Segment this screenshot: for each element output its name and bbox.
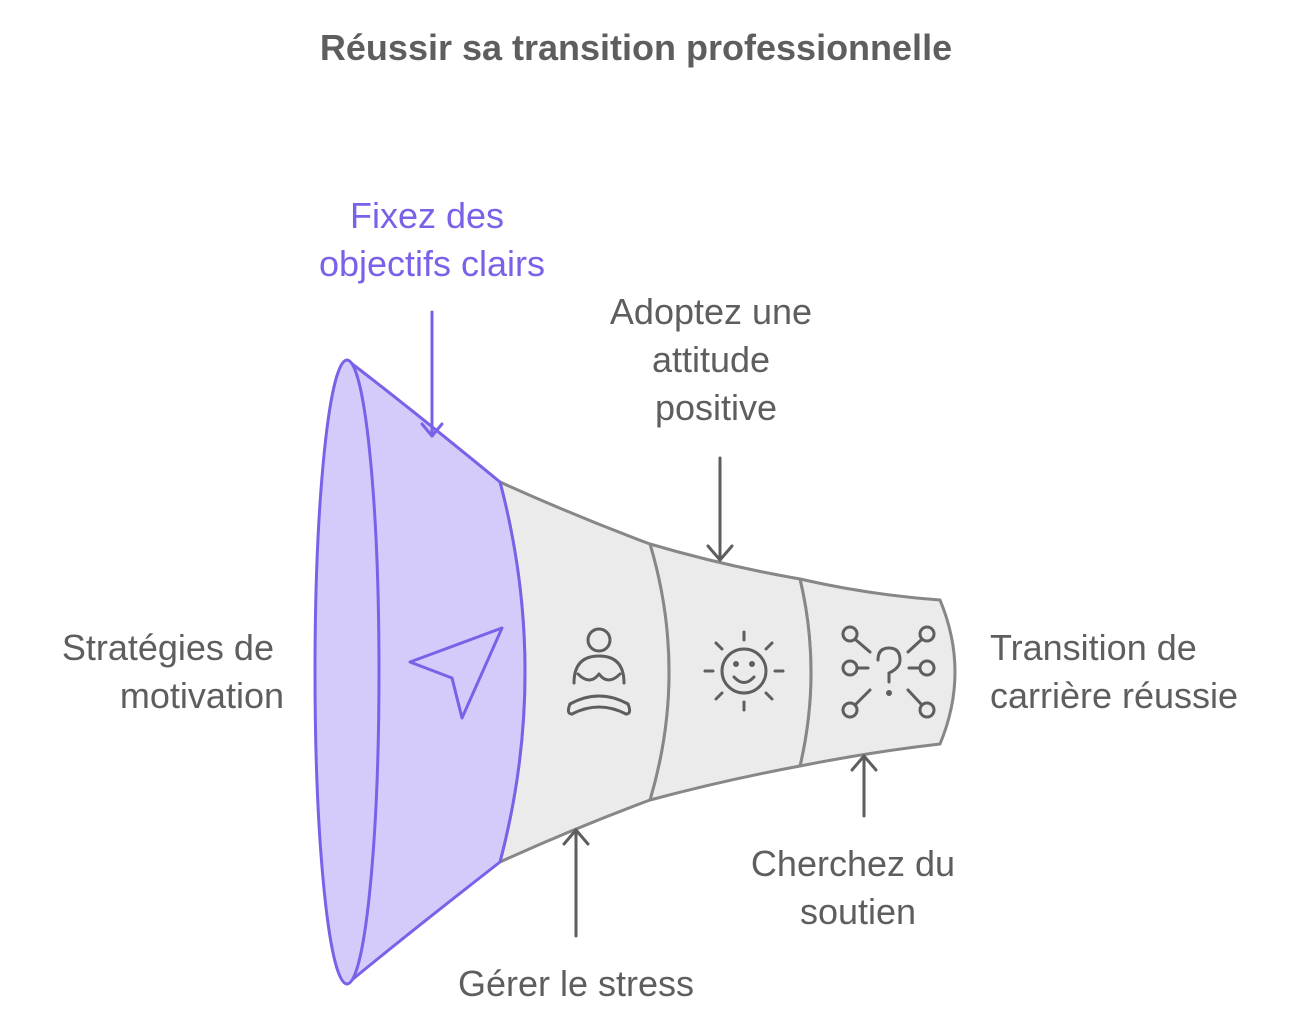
step-2-line-2: attitude	[652, 339, 770, 380]
diagram-title: Réussir sa transition professionnelle	[320, 27, 952, 68]
label-end-line-2: carrière réussie	[990, 675, 1238, 716]
step-2-line-1: Adoptez une	[610, 291, 812, 332]
navigation-arrow-icon	[408, 626, 504, 720]
label-start: Stratégies de motivation	[62, 627, 284, 716]
funnel-segment-2	[648, 542, 813, 802]
step-label-fixez-des-objectifs: Fixez des objectifs clairs	[319, 195, 545, 284]
step-label-gerer-le-stress: Gérer le stress	[458, 963, 694, 1004]
arrowhead-fixez-des-objectifs	[420, 422, 444, 438]
question-network-icon	[841, 625, 936, 719]
arrowhead-gerer-le-stress	[562, 828, 590, 846]
step-label-adoptez-une-attitude: Adoptez une attitude positive	[610, 291, 822, 428]
meditation-person-icon	[566, 627, 632, 716]
step-label-cherchez-du-soutien: Cherchez du soutien	[751, 843, 965, 932]
funnel-mouth	[313, 358, 381, 986]
label-end: Transition de carrière réussie	[990, 627, 1238, 716]
label-end-line-1: Transition de	[990, 627, 1197, 668]
step-3-line-2: soutien	[800, 891, 916, 932]
step-1-line-1: Gérer le stress	[458, 963, 694, 1004]
label-start-line-2: motivation	[120, 675, 284, 716]
arrowhead-cherchez-du-soutien	[850, 754, 878, 772]
arrowhead-adoptez-une-attitude	[706, 544, 734, 562]
step-3-line-1: Cherchez du	[751, 843, 955, 884]
step-0-line-2: objectifs clairs	[319, 243, 545, 284]
label-start-line-1: Stratégies de	[62, 627, 274, 668]
funnel-body	[313, 358, 957, 986]
step-2-line-3: positive	[655, 387, 777, 428]
step-0-line-1: Fixez des	[350, 195, 504, 236]
smiling-sun-icon	[703, 630, 785, 712]
